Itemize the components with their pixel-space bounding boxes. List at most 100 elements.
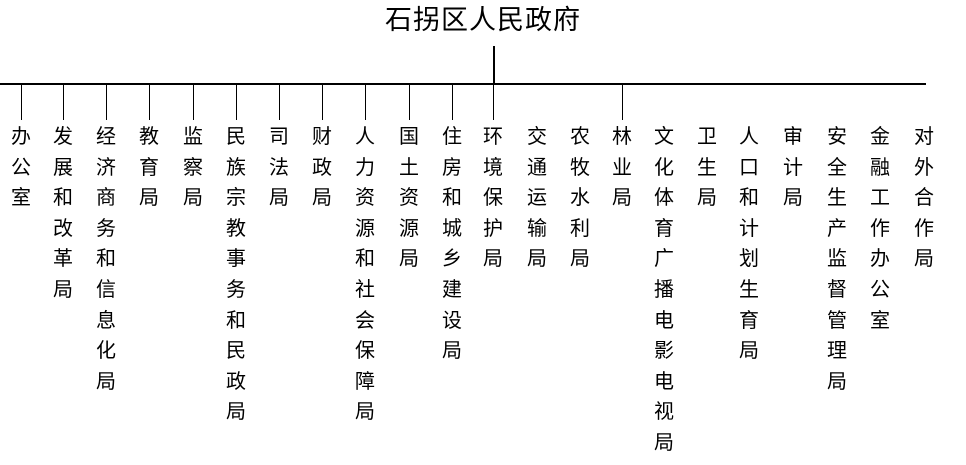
department-node[interactable]: 卫生局 [686,121,728,213]
department-label-char: 督 [827,276,847,301]
department-label-char: 局 [53,276,73,301]
branch-stem [365,85,366,120]
department-node[interactable]: 发展和改革局 [42,121,84,305]
department-label-char: 工 [870,185,890,210]
department-label-char: 作 [870,215,890,240]
department-label-char: 全 [827,154,847,179]
department-node[interactable]: 农牧水利局 [559,121,601,274]
department-label-char: 卫 [697,124,717,148]
department-node[interactable]: 环境保护局 [472,121,514,274]
department-label-char: 播 [654,276,674,301]
department-label-char: 管 [827,307,847,332]
department-node[interactable]: 监察局 [172,121,214,213]
department-label-char: 环 [483,124,503,148]
department-label-char: 业 [612,154,632,179]
department-label-char: 人 [355,124,375,148]
department-label-char: 务 [96,215,116,240]
department-node[interactable]: 住房和城乡建设局 [431,121,473,366]
root-connector-stem [493,46,495,84]
department-label-char: 教 [139,124,159,148]
department-label-char: 局 [226,399,246,424]
department-label-char: 土 [399,154,419,179]
department-node[interactable]: 金融工作办公室 [859,121,901,335]
department-label-char: 事 [226,246,246,271]
department-label-char: 建 [442,276,462,301]
horizontal-trunk-line [0,83,926,85]
department-label-char: 文 [654,124,674,148]
department-label-char: 源 [399,215,419,240]
department-label-char: 政 [312,154,332,179]
department-label-char: 生 [697,154,717,179]
department-label-char: 和 [226,307,246,332]
department-node[interactable]: 民族宗教事务和民政局 [215,121,257,427]
department-label-char: 育 [654,215,674,240]
department-node[interactable]: 人口和计划生育局 [728,121,770,366]
department-node[interactable]: 教育局 [128,121,170,213]
branch-stem [452,85,453,120]
department-label-char: 融 [870,154,890,179]
department-label-char: 局 [269,185,289,210]
department-node[interactable]: 办公室 [0,121,42,213]
department-label-char: 设 [442,307,462,332]
department-label-char: 和 [739,185,759,210]
department-node[interactable]: 审计局 [772,121,814,213]
department-label-char: 境 [483,154,503,179]
department-label-char: 局 [399,246,419,271]
department-label-char: 民 [226,338,246,363]
branch-stem [622,85,623,120]
department-label-char: 室 [11,185,31,210]
department-label-char: 宗 [226,185,246,210]
department-node[interactable]: 林业局 [601,121,643,213]
department-node[interactable]: 财政局 [301,121,343,213]
department-label-char: 局 [312,185,332,210]
department-label-char: 发 [53,124,73,148]
branch-stem [493,85,494,120]
department-label-char: 息 [96,307,116,332]
department-label-char: 作 [914,215,934,240]
department-label-char: 牧 [570,154,590,179]
department-label-char: 视 [654,399,674,424]
department-node[interactable]: 人力资源和社会保障局 [344,121,386,427]
department-node[interactable]: 经济商务和信息化局 [85,121,127,396]
department-label-char: 源 [355,215,375,240]
department-label-char: 利 [570,215,590,240]
department-node[interactable]: 安全生产监督管理局 [816,121,858,396]
department-node[interactable]: 文化体育广播电影电视局 [643,121,685,458]
department-label-char: 局 [442,338,462,363]
department-label-char: 审 [783,124,803,148]
department-label-char: 农 [570,124,590,148]
department-node[interactable]: 国土资源局 [388,121,430,274]
department-label-char: 生 [827,185,847,210]
department-label-char: 人 [739,124,759,148]
department-label-char: 交 [527,124,547,148]
department-label-char: 监 [183,124,203,148]
department-label-char: 国 [399,124,419,148]
department-label-char: 办 [870,246,890,271]
department-node[interactable]: 对外合作局 [903,121,945,274]
department-label-char: 城 [442,215,462,240]
department-node[interactable]: 司法局 [258,121,300,213]
department-label-char: 信 [96,276,116,301]
department-label-char: 计 [739,215,759,240]
department-label-char: 政 [226,368,246,393]
department-label-char: 电 [654,307,674,332]
department-label-char: 育 [139,154,159,179]
branch-stem [149,85,150,120]
department-label-char: 力 [355,154,375,179]
branch-stem [322,85,323,120]
department-label-char: 教 [226,215,246,240]
department-label-char: 化 [96,338,116,363]
department-node[interactable]: 交通运输局 [516,121,558,274]
department-label-char: 公 [870,276,890,301]
department-label-char: 监 [827,246,847,271]
department-label-char: 化 [654,154,674,179]
department-label-char: 局 [139,185,159,210]
department-label-char: 族 [226,154,246,179]
department-label-char: 局 [739,338,759,363]
department-label-char: 室 [870,307,890,332]
department-label-char: 局 [183,185,203,210]
department-label-char: 划 [739,246,759,271]
department-label-char: 局 [355,399,375,424]
branch-stem [63,85,64,120]
